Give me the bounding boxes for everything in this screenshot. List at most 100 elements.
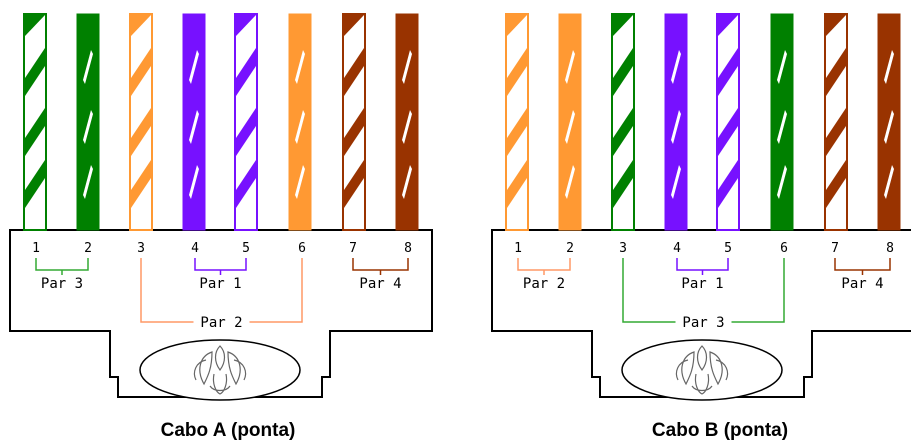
pair-label: Par 2 — [200, 315, 242, 331]
pair-label: Par 2 — [523, 276, 565, 292]
phoenix-logo — [193, 345, 247, 395]
wire-2 — [558, 13, 582, 231]
wire-7 — [824, 13, 848, 231]
connector-body — [491, 229, 911, 398]
wire-stripe — [236, 15, 256, 36]
logo-stroke — [209, 385, 231, 392]
pin-number-7: 7 — [349, 241, 357, 256]
pair-bracket: Par 1 — [194, 258, 247, 292]
connector-body — [9, 229, 433, 398]
wire-stripe — [613, 160, 633, 208]
wire-stripe — [507, 15, 527, 36]
pair-label: Par 3 — [682, 315, 724, 331]
wire-stripe — [25, 160, 45, 208]
wire-stripe — [25, 48, 45, 96]
wire-4 — [182, 13, 206, 231]
pair-bracket: Par 2 — [517, 258, 571, 292]
pair-line — [622, 258, 676, 323]
wire-stripe — [507, 108, 527, 156]
pin-number-3: 3 — [137, 241, 145, 256]
pair-label: Par 1 — [681, 276, 723, 292]
wire-highlight — [295, 50, 305, 84]
wire-stripe — [613, 48, 633, 96]
pin-number-8: 8 — [886, 241, 894, 256]
wire-1 — [23, 13, 47, 231]
wire-stripe — [718, 160, 738, 208]
pair-bracket: Par 3 — [35, 258, 89, 292]
wire-highlight — [671, 50, 681, 84]
caption-cabo-a: Cabo A (ponta) — [160, 420, 296, 441]
pair-bracket: Par 3 — [622, 258, 785, 331]
wire-highlight — [671, 165, 681, 199]
wire-highlight — [884, 50, 894, 84]
wire-stripe — [826, 15, 846, 36]
logo-stroke — [696, 345, 708, 372]
logo-stroke — [233, 359, 247, 381]
phoenix-logo — [675, 345, 729, 395]
pair-bracket: Par 4 — [352, 258, 409, 292]
wire-stripe — [25, 15, 45, 36]
pin-number-3: 3 — [619, 241, 627, 256]
wire-6 — [770, 13, 794, 231]
logo-stroke — [199, 351, 213, 386]
wire-stripe — [826, 160, 846, 208]
logo-stroke — [212, 373, 228, 395]
logo-stroke — [709, 351, 723, 386]
wire-stripe — [131, 160, 151, 208]
logo-stroke — [214, 345, 226, 372]
pair-line — [731, 258, 785, 323]
wire-stripe — [613, 108, 633, 156]
wire-highlight — [402, 165, 412, 199]
wire-3 — [611, 13, 635, 231]
logo-stroke — [681, 351, 695, 386]
logo-stroke — [193, 359, 207, 381]
logo-stroke — [694, 373, 710, 395]
logo-stroke — [227, 351, 241, 386]
pin-number-8: 8 — [404, 241, 412, 256]
wire-highlight — [777, 165, 787, 199]
pin-number-4: 4 — [191, 241, 199, 256]
wire-stripe — [236, 108, 256, 156]
wire-highlight — [565, 50, 575, 84]
wire-stripe — [613, 15, 633, 36]
pin-number-7: 7 — [831, 241, 839, 256]
wire-1 — [505, 13, 529, 231]
wire-stripe — [507, 48, 527, 96]
wire-highlight — [777, 50, 787, 84]
wire-highlight — [777, 110, 787, 144]
pair-bracket: Par 4 — [834, 258, 891, 292]
wire-highlight — [189, 110, 199, 144]
logo-stroke — [691, 385, 713, 392]
wire-stripe — [131, 15, 151, 36]
wire-stripe — [826, 48, 846, 96]
wire-highlight — [565, 165, 575, 199]
wire-stripe — [507, 160, 527, 208]
pin-number-1: 1 — [514, 241, 522, 256]
pin-number-4: 4 — [673, 241, 681, 256]
wire-stripe — [236, 160, 256, 208]
wire-highlight — [884, 165, 894, 199]
wire-highlight — [83, 110, 93, 144]
wire-stripe — [344, 108, 364, 156]
wire-highlight — [83, 165, 93, 199]
logo-stroke — [675, 359, 689, 381]
pair-bracket: Par 2 — [140, 258, 303, 331]
wire-7 — [342, 13, 366, 231]
wire-5 — [234, 13, 258, 231]
wire-2 — [76, 13, 100, 231]
pin-number-1: 1 — [32, 241, 40, 256]
wire-stripe — [344, 15, 364, 36]
caption-cabo-b: Cabo B (ponta) — [651, 420, 789, 441]
wire-8 — [877, 13, 901, 231]
logo-stroke — [715, 359, 729, 381]
pair-label: Par 3 — [41, 276, 83, 292]
wire-3 — [129, 13, 153, 231]
wire-stripe — [344, 160, 364, 208]
wire-highlight — [402, 110, 412, 144]
wire-stripe — [718, 48, 738, 96]
wire-stripe — [718, 15, 738, 36]
wire-6 — [288, 13, 312, 231]
